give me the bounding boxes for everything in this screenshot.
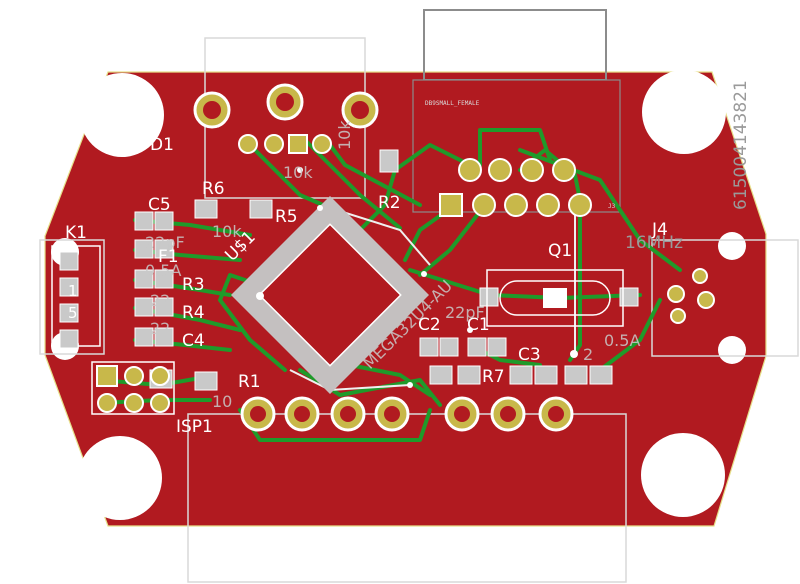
label-k1: K1 bbox=[65, 223, 87, 243]
label-r7: R7 bbox=[482, 367, 505, 387]
label-f1: F1 bbox=[158, 247, 179, 267]
isp-silk-box bbox=[91, 361, 175, 415]
label-c3: C3 bbox=[518, 345, 541, 365]
label-j3-name: DB9SMALL_FEMALE bbox=[425, 100, 480, 107]
mount-hole-top-left bbox=[80, 73, 164, 157]
mount-hole-bottom-left bbox=[78, 436, 162, 520]
mount-hole-right-2 bbox=[718, 336, 746, 364]
label-j4: J4 bbox=[651, 220, 668, 240]
value-c5: 22pF bbox=[145, 233, 185, 252]
label-k1-pin5: 5 bbox=[68, 304, 78, 322]
label-c1: C1 bbox=[467, 315, 490, 335]
label-c4: C4 bbox=[182, 331, 205, 351]
mount-hole-bottom-right bbox=[641, 433, 725, 517]
k1-outline bbox=[39, 239, 105, 355]
label-c5: C5 bbox=[148, 195, 171, 215]
value-f1: 0.5A bbox=[145, 261, 181, 280]
value-r4: 22 bbox=[150, 319, 170, 338]
value-r6: 10k bbox=[212, 222, 242, 241]
smd-pads bbox=[134, 149, 639, 391]
label-r5: R5 bbox=[275, 207, 298, 227]
vias bbox=[297, 167, 578, 388]
mount-hole-top-right bbox=[642, 70, 726, 154]
value-c3: 2 bbox=[583, 345, 593, 364]
tht-pads bbox=[59, 83, 715, 432]
label-isp1: ISP1 bbox=[176, 417, 213, 437]
board-outline bbox=[44, 71, 767, 527]
label-d1: D1 bbox=[150, 135, 174, 155]
value-10k-top: 10k bbox=[335, 120, 354, 150]
label-r6: R6 bbox=[202, 179, 225, 199]
value-c2: 22pF bbox=[445, 303, 485, 322]
value-j4: 0.5A bbox=[604, 331, 640, 350]
value-r3: 22 bbox=[150, 291, 170, 310]
mcu-chip bbox=[231, 196, 429, 394]
label-r1: R1 bbox=[238, 372, 261, 392]
value-r5: 10k bbox=[283, 163, 313, 182]
value-16mhz: 16MHz bbox=[625, 233, 683, 253]
label-part-number: 615004143821 bbox=[731, 80, 751, 210]
label-c2: C2 bbox=[418, 315, 441, 335]
label-q1: Q1 bbox=[548, 241, 572, 261]
label-k1-pin1: 1 bbox=[68, 282, 78, 300]
label-r3: R3 bbox=[182, 275, 205, 295]
label-k1-pin4: 4 bbox=[28, 254, 38, 272]
mount-hole-right bbox=[718, 232, 746, 260]
q1-crystal bbox=[486, 269, 624, 327]
value-r1: 10 bbox=[212, 392, 232, 411]
j4-outline bbox=[651, 239, 799, 357]
j3-body bbox=[412, 79, 621, 213]
label-j3-ref: J3 bbox=[608, 203, 616, 210]
j3-outline bbox=[423, 9, 607, 81]
label-r4: R4 bbox=[182, 303, 205, 323]
label-r2: R2 bbox=[378, 193, 401, 213]
